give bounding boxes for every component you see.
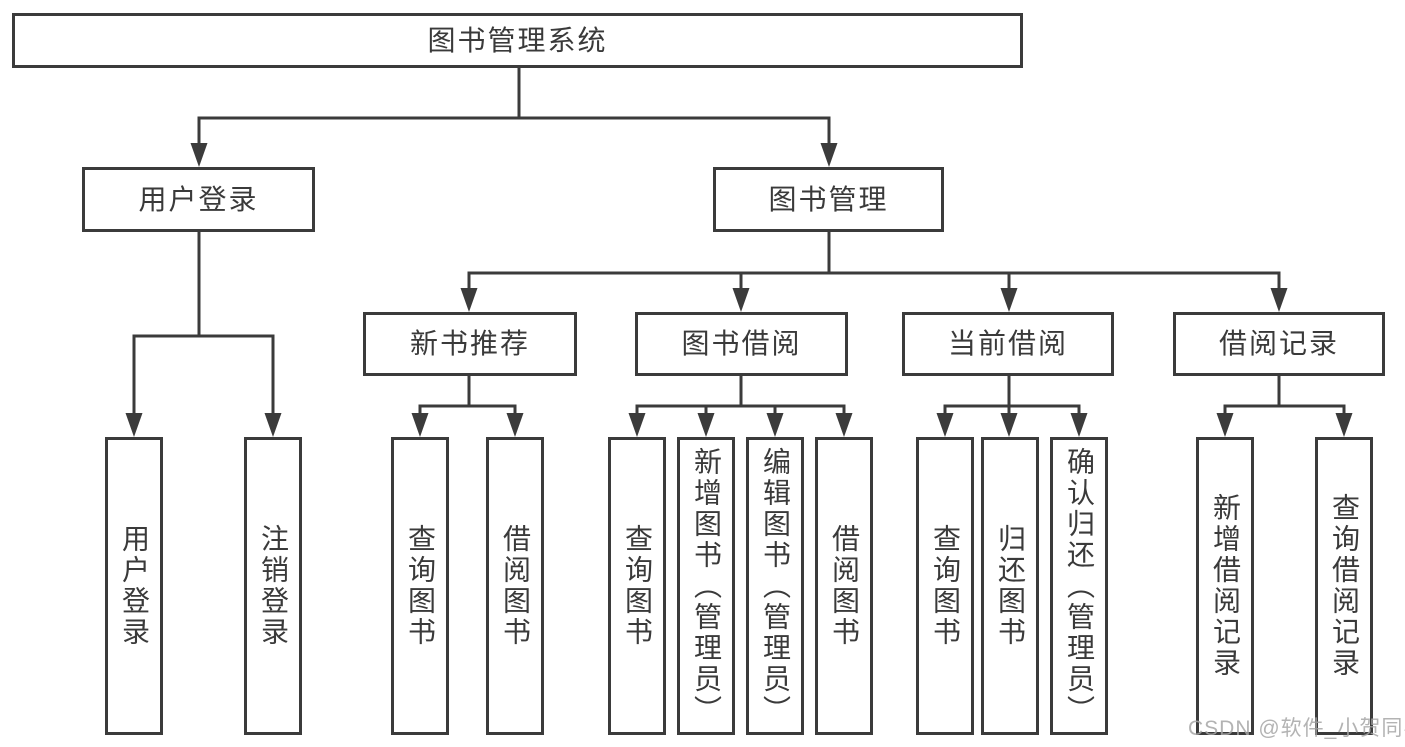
leaf-label-borrow-book-borrowing: 借阅图书 xyxy=(829,524,860,648)
arrowhead-down-icon xyxy=(628,413,646,437)
arrowhead-down-icon xyxy=(1000,413,1018,437)
arrowhead-down-icon xyxy=(411,413,429,437)
connector xyxy=(460,230,1288,312)
node-current-borrowing: 当前借阅 xyxy=(902,312,1114,376)
node-label-borrow-records: 借阅记录 xyxy=(1218,328,1339,359)
node-user-login: 用户登录 xyxy=(82,167,315,232)
arrowhead-down-icon xyxy=(506,413,524,437)
leaf-logout: 注销登录 xyxy=(244,437,302,735)
arrowhead-down-icon xyxy=(125,413,143,437)
node-new-book-recommend: 新书推荐 xyxy=(363,312,577,376)
arrowhead-down-icon xyxy=(732,288,750,312)
leaf-label-confirm-return-admin: 确认归还（管理员） xyxy=(1064,446,1095,726)
arrowhead-down-icon xyxy=(697,413,715,437)
leaf-label-borrow-book-recommend: 借阅图书 xyxy=(500,524,531,648)
node-label-book-borrowing: 图书借阅 xyxy=(681,328,802,359)
node-label-root: 图书管理系统 xyxy=(427,24,608,56)
leaf-add-book-admin: 新增图书（管理员） xyxy=(677,437,735,735)
leaf-label-add-book-admin: 新增图书（管理员） xyxy=(691,446,722,726)
leaf-label-edit-book-admin: 编辑图书（管理员） xyxy=(760,446,791,726)
leaf-confirm-return-admin: 确认归还（管理员） xyxy=(1050,437,1108,735)
connector xyxy=(628,374,853,437)
leaf-query-borrow-record: 查询借阅记录 xyxy=(1315,437,1373,735)
node-label-user-login: 用户登录 xyxy=(138,183,259,215)
node-library-management-system: 图书管理系统 xyxy=(12,13,1023,68)
arrowhead-down-icon xyxy=(766,413,784,437)
leaf-label-add-borrow-record: 新增借阅记录 xyxy=(1210,493,1241,679)
arrowhead-down-icon xyxy=(1270,288,1288,312)
connector xyxy=(936,374,1088,437)
node-borrow-records: 借阅记录 xyxy=(1173,312,1385,376)
leaf-return-book: 归还图书 xyxy=(981,437,1039,735)
arrowhead-down-icon xyxy=(1335,413,1353,437)
leaf-label-query-borrow-record: 查询借阅记录 xyxy=(1329,493,1360,679)
leaf-label-query-book-recommend: 查询图书 xyxy=(405,524,436,648)
csdn-watermark: CSDN @软件_小贺同学 xyxy=(1188,717,1405,740)
leaf-label-query-book-borrowing: 查询图书 xyxy=(622,524,653,648)
leaf-borrow-book-borrowing: 借阅图书 xyxy=(815,437,873,735)
arrowhead-down-icon xyxy=(264,413,282,437)
node-book-management: 图书管理 xyxy=(713,167,944,232)
node-book-borrowing: 图书借阅 xyxy=(635,312,848,376)
leaf-label-query-book-current: 查询图书 xyxy=(930,524,961,648)
leaf-label-return-book: 归还图书 xyxy=(995,524,1026,648)
connector xyxy=(1216,374,1353,437)
leaf-borrow-book-recommend: 借阅图书 xyxy=(486,437,544,735)
leaf-query-book-borrowing: 查询图书 xyxy=(608,437,666,735)
leaf-query-book-recommend: 查询图书 xyxy=(391,437,449,735)
leaf-add-borrow-record: 新增借阅记录 xyxy=(1196,437,1254,735)
node-label-new-book-recommend: 新书推荐 xyxy=(409,328,530,359)
arrowhead-down-icon xyxy=(190,143,208,167)
arrowhead-down-icon xyxy=(936,413,954,437)
arrowhead-down-icon xyxy=(1000,288,1018,312)
connector xyxy=(125,230,282,437)
leaf-query-book-current: 查询图书 xyxy=(916,437,974,735)
connector xyxy=(190,66,838,167)
leaf-edit-book-admin: 编辑图书（管理员） xyxy=(746,437,804,735)
leaf-label-user-login: 用户登录 xyxy=(119,524,150,648)
leaf-user-login: 用户登录 xyxy=(105,437,163,735)
arrowhead-down-icon xyxy=(1216,413,1234,437)
arrowhead-down-icon xyxy=(1070,413,1088,437)
node-label-current-borrowing: 当前借阅 xyxy=(947,328,1068,359)
arrowhead-down-icon xyxy=(460,288,478,312)
leaf-label-logout: 注销登录 xyxy=(258,524,289,648)
connector xyxy=(411,374,524,437)
node-label-book-management: 图书管理 xyxy=(768,183,889,215)
arrowhead-down-icon xyxy=(835,413,853,437)
arrowhead-down-icon xyxy=(820,143,838,167)
